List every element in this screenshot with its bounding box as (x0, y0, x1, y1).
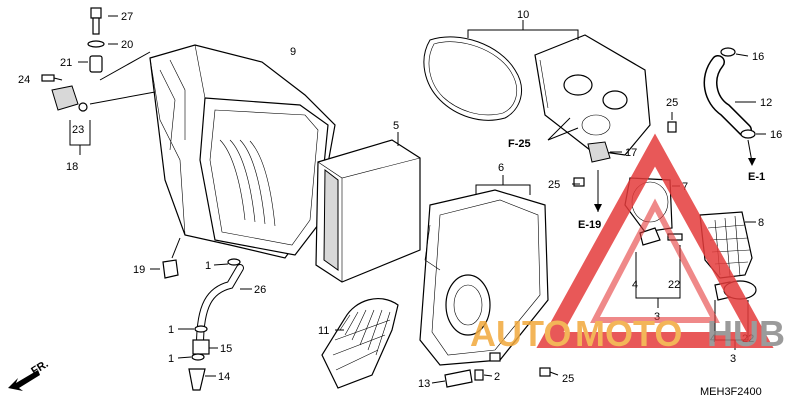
callout-16-b: 16 (770, 129, 782, 141)
callout-1-c: 1 (168, 353, 174, 365)
sensor-17 (587, 141, 611, 163)
air-filter-element-5 (315, 139, 421, 283)
cap-14 (188, 368, 206, 391)
screw-25-upper (667, 121, 677, 133)
watermark-hub: HUB (707, 313, 785, 354)
callout-16-a: 16 (752, 51, 764, 63)
callout-23: 23 (72, 124, 84, 136)
screw-24 (41, 74, 55, 82)
watermark-auto: AUTO (470, 313, 571, 354)
bolt-27 (90, 7, 102, 35)
callout-15: 15 (220, 343, 232, 355)
o-ring-23 (78, 102, 88, 112)
callout-1-b: 1 (168, 324, 174, 336)
clamp-16-bottom (740, 129, 756, 139)
callout-19: 19 (133, 264, 145, 276)
part-2 (474, 369, 484, 381)
air-cleaner-cover (534, 34, 651, 156)
ref-e-19: E-19 (578, 219, 601, 231)
air-cleaner-upper-housing (149, 44, 336, 259)
watermark-moto: MOTO (575, 313, 682, 354)
callout-17: 17 (625, 147, 637, 159)
callout-21: 21 (60, 57, 72, 69)
grommet-21 (89, 55, 103, 73)
callout-8: 8 (758, 217, 764, 229)
ref-f-25: F-25 (508, 138, 531, 150)
callout-22-a: 22 (668, 279, 680, 291)
callout-7: 7 (682, 181, 688, 193)
callout-27: 27 (121, 11, 133, 23)
callout-25-a: 25 (666, 97, 678, 109)
clamp-16-top (720, 47, 736, 57)
callout-4-a: 4 (632, 279, 638, 291)
callout-14: 14 (218, 371, 230, 383)
screw-25-lower (539, 367, 551, 377)
callout-26: 26 (254, 284, 266, 296)
watermark-logo: AUTO MOTO HUB (470, 133, 785, 354)
gasket-10 (423, 36, 523, 121)
intake-duct-11 (321, 297, 399, 389)
callout-13: 13 (418, 378, 430, 390)
sensor-18 (51, 85, 79, 111)
callout-3-b: 3 (730, 353, 736, 365)
callout-24: 24 (18, 74, 30, 86)
callout-10: 10 (517, 9, 529, 21)
watermark-triangle-icon (536, 133, 774, 348)
callout-5: 5 (393, 120, 399, 132)
front-direction-arrow (8, 370, 40, 391)
callout-25-b: 25 (548, 179, 560, 191)
callout-12: 12 (760, 97, 772, 109)
air-cleaner-lower-case (419, 189, 549, 366)
callout-11: 11 (318, 325, 329, 337)
callout-20: 20 (121, 39, 133, 51)
callout-25-d: 25 (562, 373, 574, 385)
diagram-code: MEH3F2400 (700, 386, 762, 398)
callout-18: 18 (66, 161, 78, 173)
callout-2: 2 (494, 371, 500, 383)
washer-20 (87, 40, 105, 48)
part-13 (444, 369, 473, 388)
callout-9: 9 (290, 46, 296, 58)
callout-6: 6 (498, 162, 504, 174)
ref-e-1: E-1 (748, 171, 765, 183)
joint-15 (192, 339, 210, 355)
callout-1-a: 1 (205, 260, 211, 272)
drain-plug-19 (162, 259, 179, 279)
